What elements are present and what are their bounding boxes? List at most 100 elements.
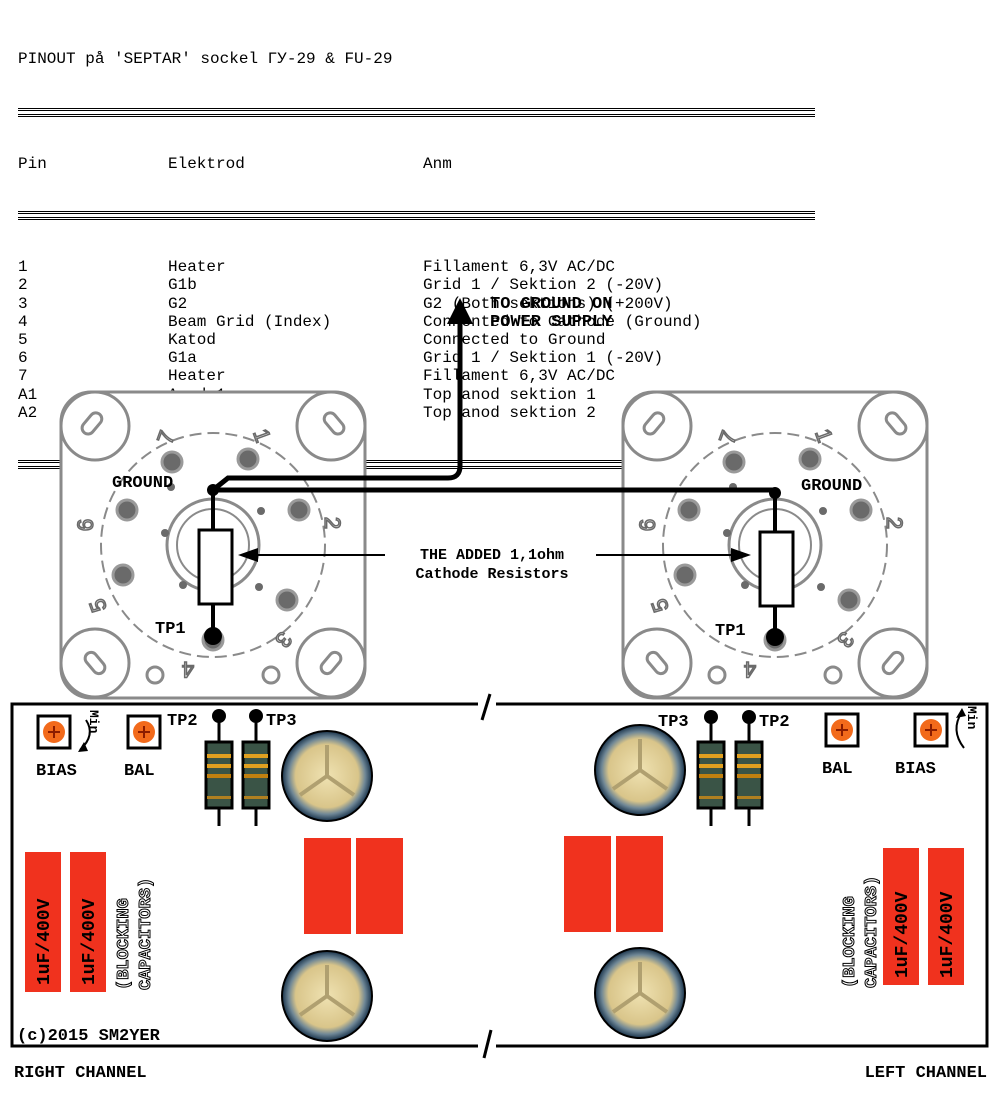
- bias-trimmer-right[interactable]: [36, 714, 72, 750]
- bal-label-left: BAL: [822, 760, 853, 779]
- pin-cell: 6: [18, 349, 28, 368]
- red-component-2-left: [616, 836, 663, 932]
- bal-label-right: BAL: [124, 762, 155, 781]
- coupling-cap-1-right: 1uF/400V: [25, 852, 61, 992]
- copyright-label: (c)2015 SM2YER: [17, 1027, 161, 1046]
- note-cell: Connected to Ground: [423, 330, 606, 349]
- table-rule: [18, 210, 818, 222]
- pin-cell: 4: [18, 312, 28, 331]
- socket-pin-number: 4: [744, 657, 756, 682]
- header-electrode: Elektrod: [168, 155, 245, 174]
- coupling-cap-1-left-label: 1uF/400V: [893, 891, 913, 978]
- tp1-label-left: TP1: [715, 622, 746, 641]
- electrolytic-cap-bottom-left: [594, 947, 686, 1039]
- pin-cell: 1: [18, 258, 28, 277]
- tp2-label-right: TP2: [167, 712, 198, 731]
- header-note: Anm: [423, 155, 452, 174]
- bias-trimmer-left[interactable]: [913, 712, 949, 748]
- header-pin: Pin: [18, 155, 47, 174]
- left-channel-label: LEFT CHANNEL: [865, 1064, 987, 1083]
- min-label-left: Min: [964, 706, 979, 730]
- blocking-label-right-line2: CAPACITORS): [137, 878, 156, 990]
- socket-pin-number: 6: [73, 519, 98, 531]
- table-row: 2 G1b Grid 1 / Sektion 2 (-20V): [18, 276, 818, 294]
- min-arrow-head-left: [956, 708, 966, 718]
- tp3-label-left: TP3: [658, 713, 689, 732]
- note-cell: Grid 1 / Sektion 2 (-20V): [423, 276, 664, 295]
- board-left-channel: Min BAL BIAS TP3 TP2: [564, 706, 979, 1039]
- blocking-label-right-line1: (BLOCKING: [115, 898, 134, 990]
- note-cell: Fillament 6,3V AC/DC: [423, 258, 616, 277]
- resistor-r2-left: [734, 717, 764, 826]
- electrolytic-cap-top-right: [281, 730, 373, 822]
- electrolytic-cap-top-left: [594, 724, 686, 816]
- pinout-title: PINOUT på 'SEPTAR' sockel ГУ-29 & FU-29: [18, 50, 393, 69]
- pin-cell: 7: [18, 367, 28, 386]
- right-channel-label: RIGHT CHANNEL: [14, 1064, 147, 1083]
- tp2-label-left: TP2: [759, 713, 790, 732]
- socket-pin-number: 6: [635, 519, 660, 531]
- bal-trimmer-left[interactable]: [824, 712, 860, 748]
- min-arrow-head-right: [78, 742, 88, 752]
- bias-label-right: BIAS: [36, 762, 77, 781]
- electrode-cell: G1a: [168, 349, 197, 368]
- note-cell: Top anod sektion 1: [423, 385, 596, 404]
- coupling-cap-1-right-label: 1uF/400V: [35, 898, 55, 985]
- bal-trimmer-right[interactable]: [126, 714, 162, 750]
- note-cell: Top anod sektion 2: [423, 403, 596, 422]
- electrode-cell: Beam Grid (Index): [168, 312, 332, 331]
- board-right-channel: Min BIAS BAL TP2 TP3: [17, 709, 403, 1046]
- to-ground-label-line2: POWER SUPPLY: [490, 313, 613, 332]
- table-row: 5 Katod Connected to Ground: [18, 331, 818, 349]
- red-component-1-left: [564, 836, 611, 932]
- resistor-r1-right: [204, 716, 234, 826]
- resistor-r2-right: [241, 716, 271, 826]
- pin-cell: 3: [18, 294, 28, 313]
- socket-pin-number: 2: [320, 517, 345, 529]
- pin-cell: A2: [18, 403, 38, 422]
- pin-cell: 5: [18, 330, 28, 349]
- pcb-outline: [10, 702, 989, 1048]
- ground-label-left: GROUND: [801, 477, 862, 496]
- electrode-cell: Katod: [168, 330, 217, 349]
- blocking-label-left-line1: (BLOCKING: [841, 896, 860, 988]
- pinout-table: PINOUT på 'SEPTAR' sockel ГУ-29 & FU-29 …: [18, 14, 818, 489]
- table-row: 1 Heater Fillament 6,3V AC/DC: [18, 258, 818, 276]
- added-resistor-label-line2: Cathode Resistors: [415, 566, 568, 583]
- red-component-2-right: [356, 838, 403, 934]
- blocking-label-left-line2: CAPACITORS): [863, 876, 882, 988]
- red-component-1-right: [304, 838, 351, 934]
- pin-cell: A1: [18, 385, 38, 404]
- pin-cell: 2: [18, 276, 28, 295]
- electrolytic-cap-bottom-right: [281, 950, 373, 1042]
- electrode-cell: Heater: [168, 258, 226, 277]
- coupling-cap-2-left-label: 1uF/400V: [938, 891, 958, 978]
- coupling-cap-2-right-label: 1uF/400V: [80, 898, 100, 985]
- cathode-resistor-right: [197, 490, 234, 645]
- ground-label-right: GROUND: [112, 474, 173, 493]
- table-rule: [18, 458, 818, 470]
- tp3-label-right: TP3: [266, 712, 297, 731]
- electrode-cell: Heater: [168, 367, 226, 386]
- table-header-row: Pin Elektrod Anm: [18, 155, 818, 173]
- board-break-bottom-mark: [482, 1029, 493, 1059]
- socket-pin-number: 2: [882, 517, 907, 529]
- cathode-resistor-left: [758, 493, 795, 646]
- note-cell: Grid 1 / Sektion 1 (-20V): [423, 349, 664, 368]
- ground-wire: [211, 320, 463, 492]
- socket-pin-number: 4: [182, 657, 194, 682]
- pointer-arrow-right-head: [238, 548, 258, 562]
- electrode-cell: G1b: [168, 276, 197, 295]
- tp1-label-right: TP1: [155, 620, 186, 639]
- pointer-arrow-left-head: [731, 548, 751, 562]
- electrode-cell: G2: [168, 294, 188, 313]
- added-resistor-label-line1: THE ADDED 1,1ohm: [420, 547, 564, 564]
- coupling-cap-1-left: 1uF/400V: [883, 848, 919, 985]
- bias-label-left: BIAS: [895, 760, 936, 779]
- coupling-cap-2-right: 1uF/400V: [70, 852, 106, 992]
